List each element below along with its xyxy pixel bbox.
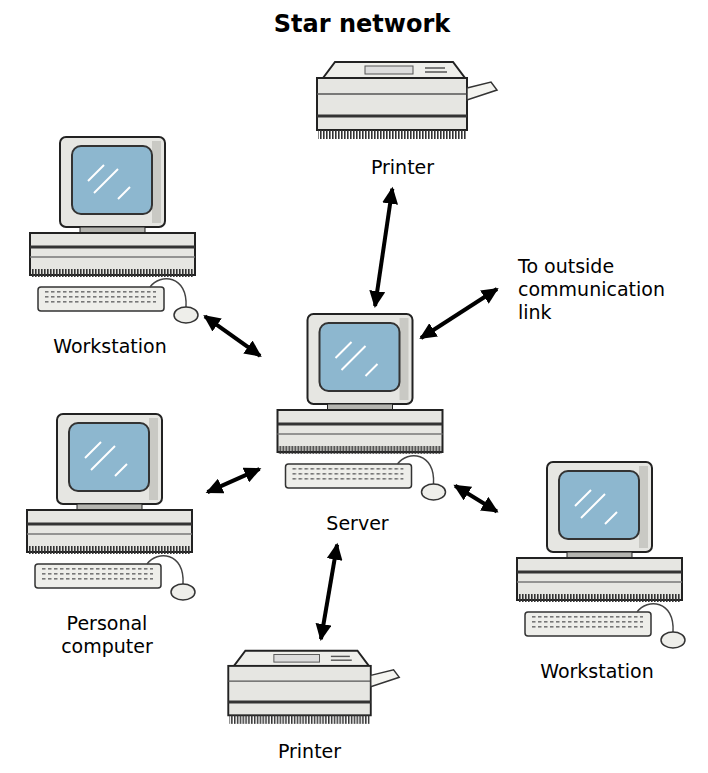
workstation-node: Workstation [20,135,200,362]
outside-link-arrow [421,289,497,338]
computer-picture [517,462,685,648]
device-label: Printer [220,740,400,763]
workstation-node: Workstation [502,460,692,687]
printer-node: Printer [305,56,500,183]
device-label: Printer [313,156,493,179]
printer-picture [228,651,399,724]
computer-node: Personal computer [12,412,202,662]
network-link [205,316,260,356]
computer-picture [278,314,446,500]
network-link [375,189,392,306]
printer-icon [305,56,500,156]
computer-icon [502,460,692,660]
server-node: Server [265,312,450,539]
printer-icon [212,645,407,740]
computer-icon [20,135,200,335]
computer-icon [265,312,450,512]
device-label: Workstation [23,335,198,358]
computer-picture [27,414,195,600]
computer-picture [30,137,198,323]
printer-node: Printer [212,645,407,767]
computer-icon [12,412,202,612]
printer-picture [317,62,497,139]
device-label: Server [270,512,445,535]
device-label: Workstation [507,660,687,683]
network-link [455,486,497,512]
link-label: To outside communication link [518,255,698,323]
diagram-title: Star network [212,10,512,38]
network-link [207,469,259,492]
device-label: Personal computer [37,612,177,658]
network-link [321,545,337,639]
